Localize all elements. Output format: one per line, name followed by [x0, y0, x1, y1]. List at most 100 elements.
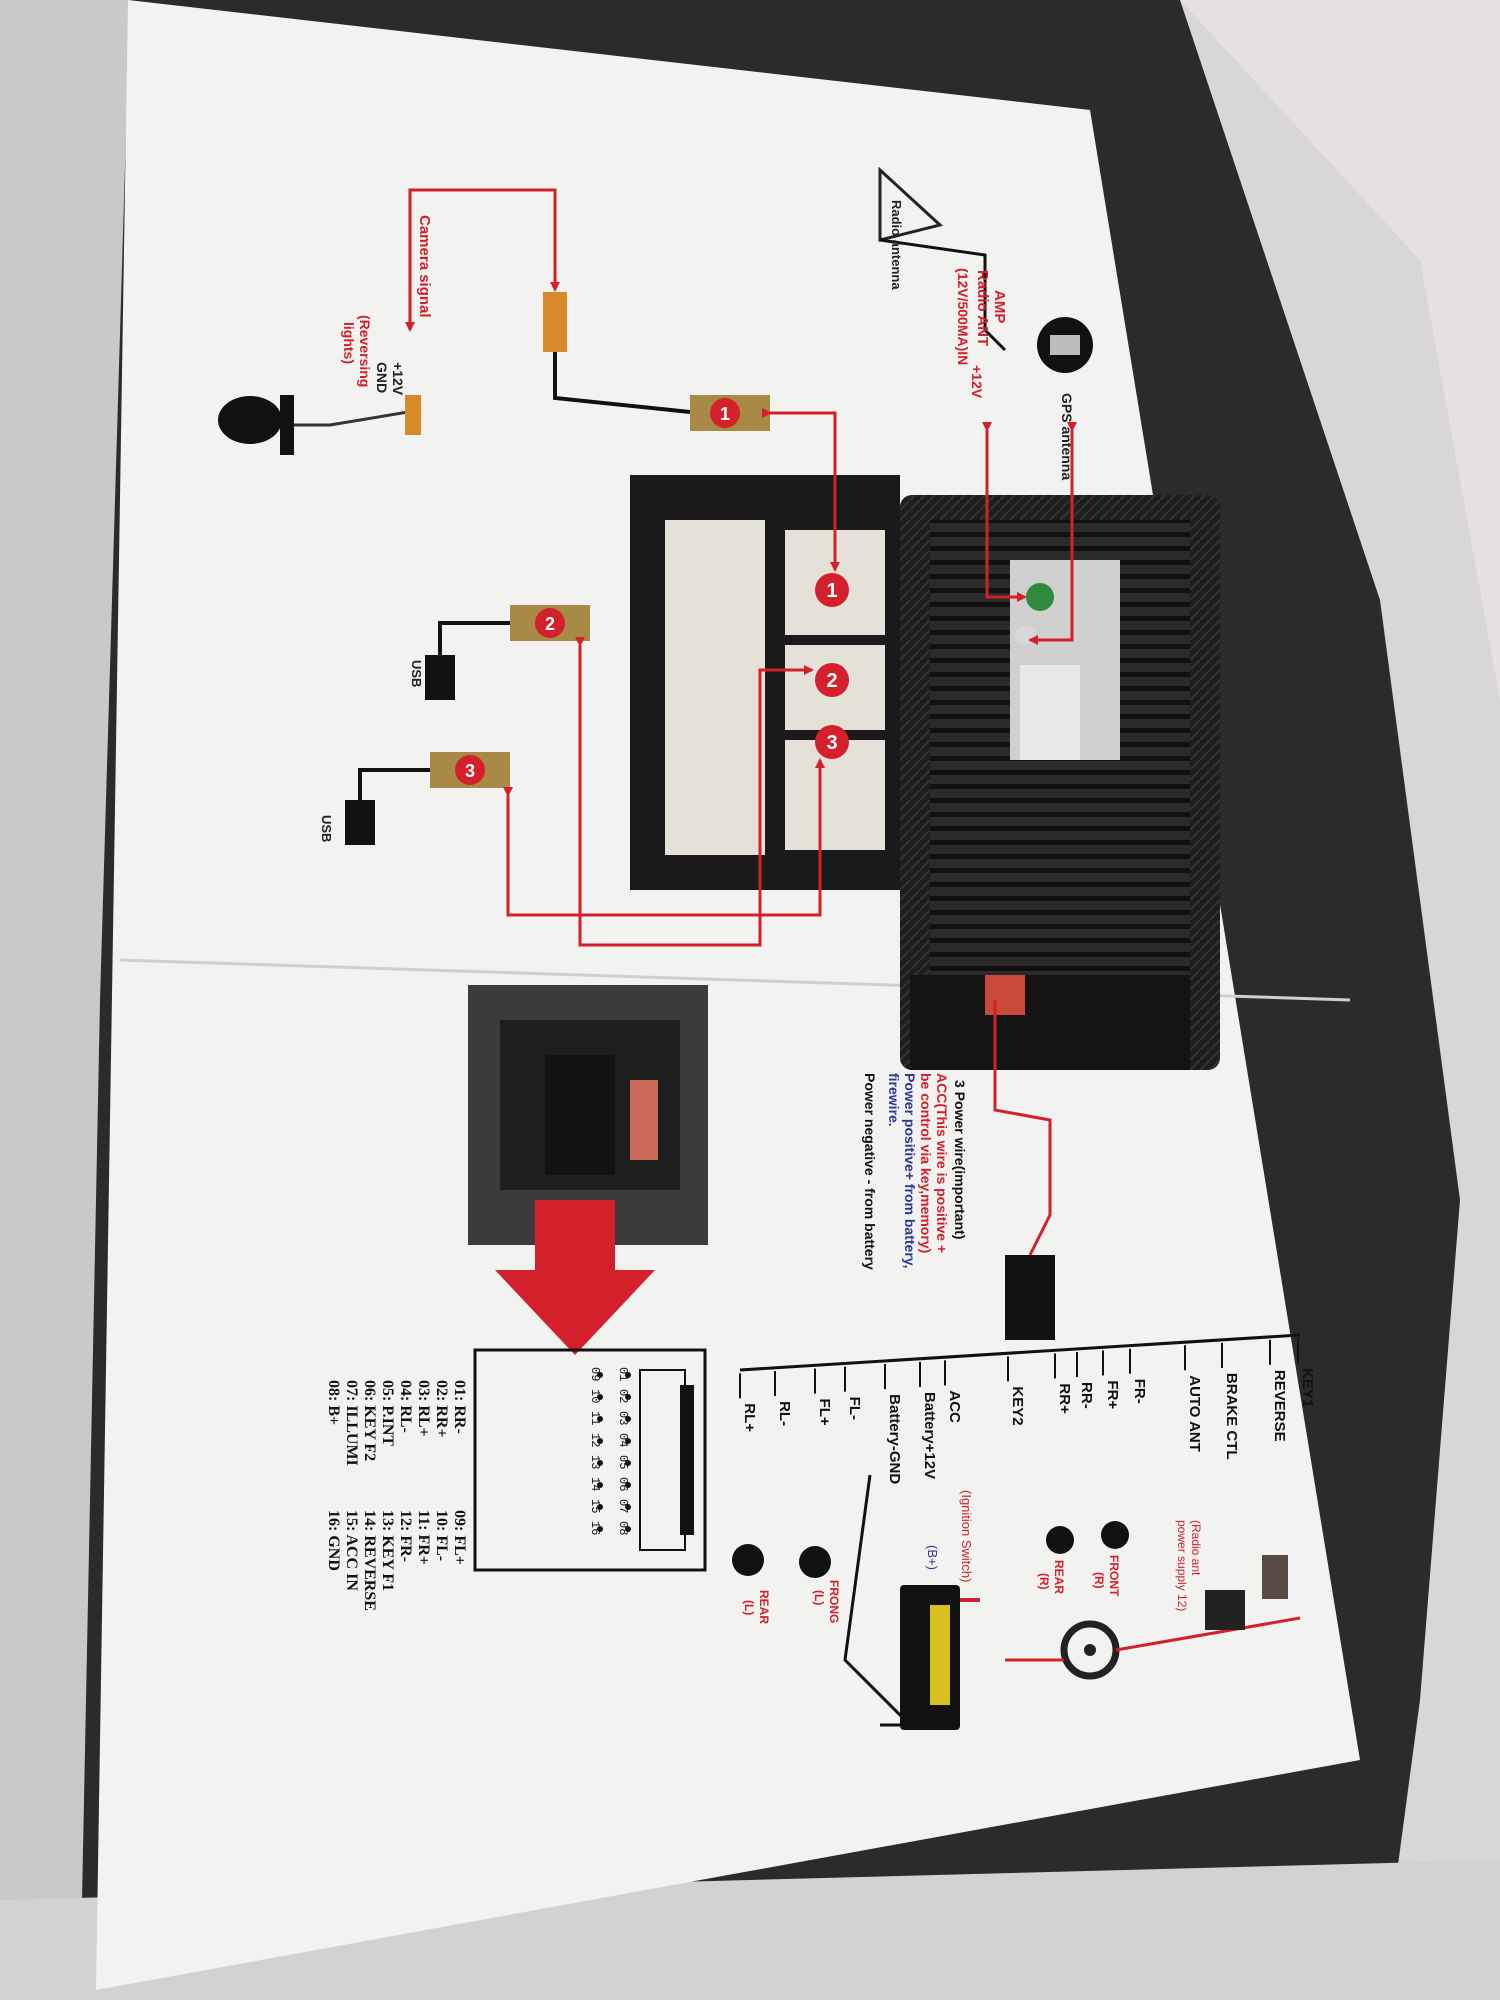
svg-text:(R): (R): [1037, 1573, 1051, 1590]
plug1-arrow: [762, 408, 840, 572]
power-note-line2: be control via key,memory): [918, 1073, 934, 1253]
radio-ant-power-note-2: power supply 12): [1175, 1520, 1189, 1611]
pin-legend-right: 12: FR-: [397, 1510, 414, 1562]
wire-label-reverse: REVERSE: [1271, 1370, 1288, 1442]
radio-ant-label: Radio ANT: [974, 270, 991, 346]
pin-legend-right: 15: ACC IN: [343, 1510, 360, 1591]
wire-label-battery-gnd: Battery-GND: [886, 1394, 903, 1484]
wire-label-fr-: FR+: [1104, 1380, 1121, 1409]
usb3-arrow: [503, 758, 825, 917]
bplus-note: (B+): [925, 1545, 940, 1570]
camera-plus12-label: +12V: [390, 362, 406, 396]
pin-number: 12: [588, 1433, 602, 1447]
pin-number: 14: [588, 1477, 602, 1491]
pin-dot: [597, 1416, 603, 1422]
speaker-front-left: FRONG (L): [799, 1546, 841, 1623]
pin-number: 07: [616, 1499, 630, 1513]
box-lid-left: [0, 0, 130, 2000]
power-note-line3: Power positive+ from battery,: [902, 1073, 918, 1268]
wire-label-fr-: FR-: [1131, 1379, 1148, 1404]
amp-label: AMP: [991, 290, 1008, 323]
connector-plug-1: 1: [690, 395, 770, 431]
pin-dot: [597, 1372, 603, 1378]
wire-label-acc: ACC: [946, 1390, 963, 1423]
camera-icon: [218, 395, 421, 455]
pin-dot: [597, 1482, 603, 1488]
svg-text:(L): (L): [742, 1600, 756, 1615]
svg-text:REAR: REAR: [1052, 1560, 1066, 1594]
pin-dot: [597, 1438, 603, 1444]
pin-legend: 01: RR-02: RR+03: RL+04: RL-05: P.INT06:…: [325, 1380, 468, 1611]
pin-dot: [597, 1504, 603, 1510]
pin-number: 09: [588, 1367, 602, 1381]
harness-lead: [993, 1000, 1052, 1256]
reverse-light-icon: [1262, 1555, 1288, 1599]
steering-wheel-icon: [1005, 1616, 1301, 1680]
pin-number: 15: [588, 1499, 602, 1513]
usb-plug-3: 3: [345, 752, 510, 845]
wire-label-key2: KEY2: [1009, 1386, 1026, 1425]
wire-label-rl-: RL-: [776, 1401, 793, 1426]
wire-label-rl-: RL+: [741, 1403, 758, 1432]
pin-dot: [625, 1482, 631, 1488]
pin-legend-right: 11: FR+: [415, 1510, 432, 1565]
pin-legend-left: 03: RL+: [415, 1380, 432, 1437]
svg-text:1: 1: [720, 404, 730, 424]
wire-label-key1: KEY1: [1299, 1368, 1316, 1407]
speaker-rear-left: REAR (L): [732, 1544, 771, 1624]
power-note-line4: firewire.: [886, 1073, 902, 1127]
svg-text:(R): (R): [1092, 1572, 1106, 1589]
pin-number: 02: [616, 1389, 630, 1403]
pin-number: 06: [616, 1477, 630, 1491]
box-lid-right: [1180, 0, 1500, 2000]
antenna-plus12-label: +12V: [969, 365, 985, 399]
radio-ant-power-note: (Radio ant: [1189, 1520, 1203, 1576]
battery-icon: [843, 1474, 980, 1730]
pin-number: 13: [588, 1455, 602, 1469]
camera-signal-label: Camera signal: [416, 215, 433, 318]
speaker-rear-right: REAR (R): [1037, 1526, 1074, 1594]
pin-dot: [625, 1394, 631, 1400]
power-note-line1: ACC(This wire is positive +: [934, 1073, 950, 1253]
radio-antenna-icon: [878, 166, 1007, 352]
pinout-connector: [473, 1348, 707, 1572]
pin-dot: [625, 1438, 631, 1444]
harness-bus: [739, 1333, 1301, 1372]
pin-number: 03: [616, 1411, 630, 1425]
pin-legend-right: 16: GND: [325, 1510, 342, 1571]
pin-legend-left: 05: P.INT: [379, 1380, 396, 1446]
pin-legend-left: 02: RR+: [433, 1380, 450, 1438]
pin-number: 05: [616, 1455, 630, 1469]
pin-dot: [597, 1394, 603, 1400]
camera-reversing-label: (Reversing: [357, 315, 373, 387]
pin-dot: [625, 1460, 631, 1466]
usb-plug-2: 2: [425, 605, 590, 700]
svg-text:2: 2: [826, 670, 837, 692]
pin-number: 04: [616, 1433, 630, 1447]
pin-legend-right: 14: REVERSE: [361, 1510, 378, 1611]
pin-number: 16: [588, 1521, 602, 1535]
pin-legend-left: 07: ILLUMI: [343, 1380, 360, 1466]
pin-dot: [597, 1460, 603, 1466]
pin-legend-right: 13: KEY F1: [379, 1510, 396, 1591]
harness-plug: [1005, 1255, 1055, 1340]
head-unit-rear: [900, 495, 1220, 1070]
radio-ant-spec: (12V/500MA)IN: [955, 268, 971, 365]
gps-antenna-icon: [1037, 317, 1093, 373]
pin-dot: [597, 1526, 603, 1532]
wire-label-brake-ctl: BRAKE CTL: [1223, 1373, 1240, 1460]
pin-number: 08: [616, 1521, 630, 1535]
svg-text:REAR: REAR: [757, 1590, 771, 1624]
power-note-title: 3 Power wire(important): [952, 1080, 968, 1239]
pin-dot: [625, 1416, 631, 1422]
svg-text:3: 3: [465, 761, 475, 781]
pin-dot: [625, 1372, 631, 1378]
big-down-arrow: [495, 1200, 655, 1355]
svg-text:(L): (L): [812, 1590, 826, 1605]
pin-legend-left: 01: RR-: [451, 1380, 468, 1434]
svg-text:FRONG: FRONG: [827, 1580, 841, 1623]
power-note-line5: Power negative - from battery: [862, 1073, 878, 1270]
connector-panel: [630, 475, 900, 890]
